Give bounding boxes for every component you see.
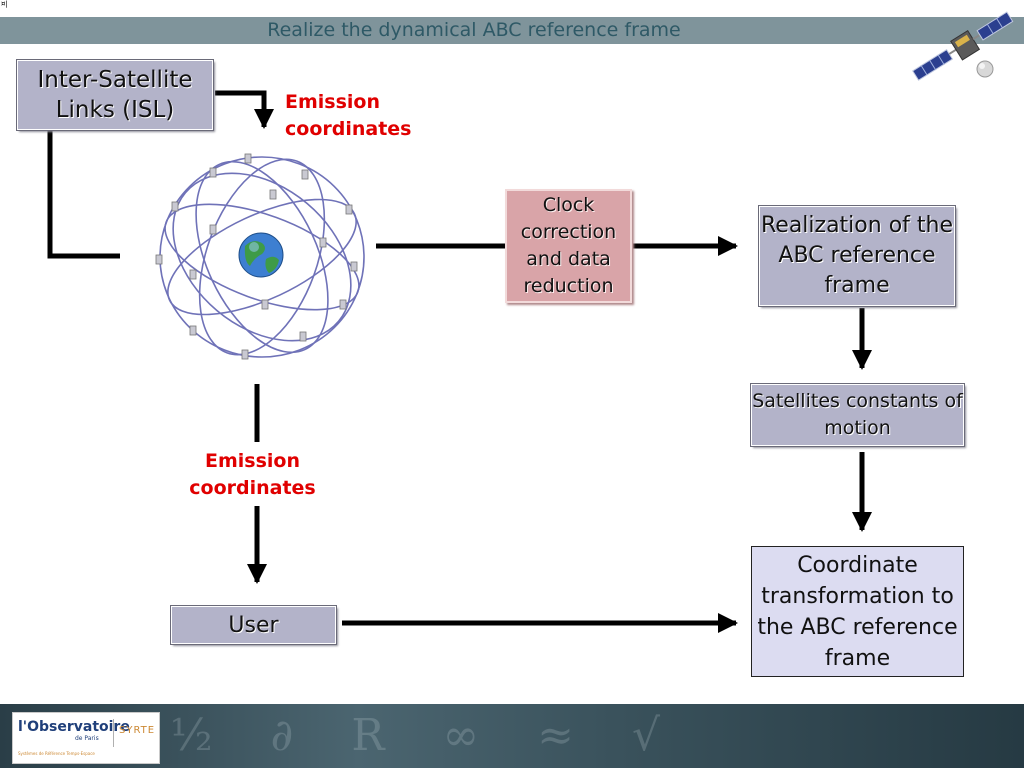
logo-syrte-text: SYRTE — [119, 725, 156, 736]
emission-coordinates-label-top: Emission coordinates — [285, 91, 412, 140]
logo-main-text: l'Observatoire — [18, 719, 130, 735]
transformation-box: Coordinate transformation to the ABC ref… — [751, 546, 964, 677]
realization-box: Realization of the ABC reference frame — [758, 205, 956, 307]
footer-banner — [0, 704, 1024, 768]
satellite-constellation-icon — [155, 153, 365, 360]
footer-glyphs: ½ ∂ R ∞ ≈ √ — [170, 710, 683, 761]
title-bar — [0, 17, 1024, 44]
observatoire-logo: l'Observatoire de Paris SYRTE Systèmes d… — [12, 712, 160, 764]
satellite-icon — [912, 11, 1014, 81]
user-box: User — [170, 605, 337, 645]
constants-box: Satellites constants of motion — [750, 383, 965, 447]
emission-coordinates-label-bottom: Emission coordinates — [189, 450, 316, 499]
logo-tagline: Systèmes de Référence Temps-Espace — [18, 751, 95, 756]
isl-bracket-line — [47, 130, 120, 259]
earth-icon — [239, 233, 283, 277]
logo-separator — [113, 719, 114, 747]
isl-box: Inter-Satellite Links (ISL) — [16, 59, 214, 131]
isl-to-constellation-arrow — [215, 90, 274, 129]
page-title: Realize the dynamical ABC reference fram… — [267, 19, 681, 41]
corner-mark: ¤| — [1, 0, 8, 8]
clock-correction-box: Clock correction and data reduction — [505, 189, 632, 303]
logo-sub-text: de Paris — [75, 735, 99, 742]
